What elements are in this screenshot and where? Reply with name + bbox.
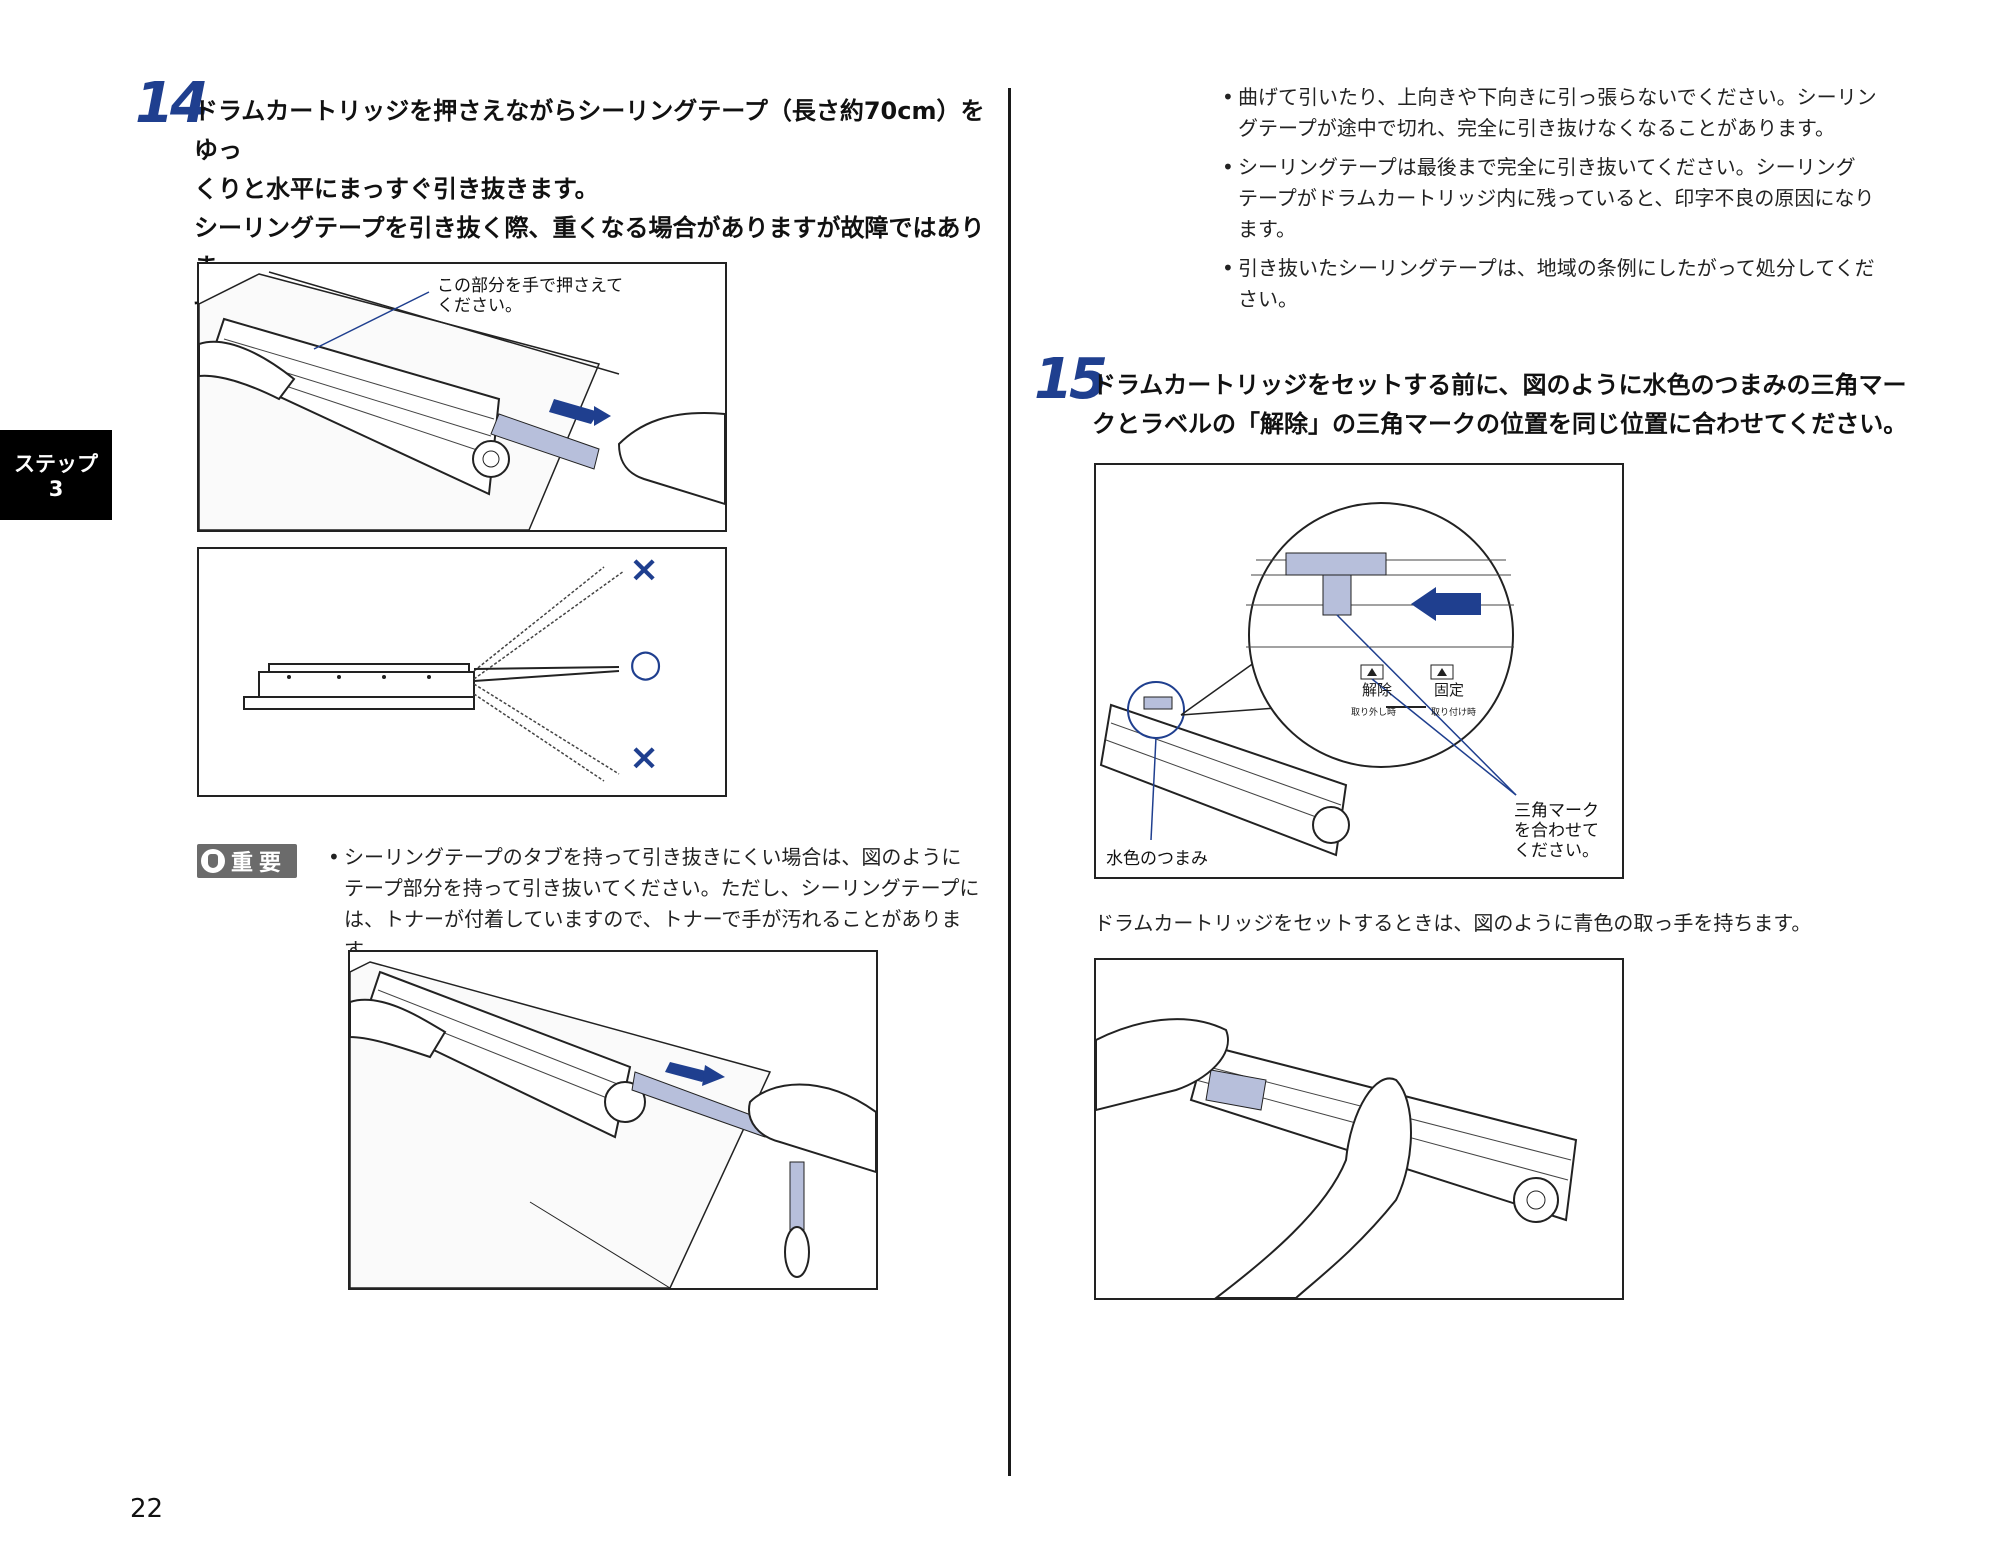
column-divider	[1008, 88, 1011, 1476]
page-number: 22	[130, 1494, 164, 1524]
step-15-number: 15	[1034, 347, 1108, 412]
figure-knob-alignment-illustration	[1099, 502, 1517, 857]
figure-pull-tape-illustration	[199, 271, 725, 530]
incorrect-mark-bottom: ×	[629, 737, 660, 778]
callout-line: 三角マーク	[1514, 801, 1599, 821]
correct-mark: ○	[629, 641, 663, 685]
caution-notes: 曲げて引いたり、上向きや下向きに引っ張らないでください。シーリン グテープが途中…	[1222, 82, 1892, 323]
release-label: 解除	[1362, 681, 1393, 699]
figure-pull-tape-alternate	[348, 950, 878, 1290]
figure-pull-tape: この部分を手で押さえて ください。	[197, 262, 727, 532]
important-bullet: シーリングテープのタブを持って引き抜きにくい場合は、図のように テープ部分を持っ…	[328, 842, 996, 966]
caution-bullet: シーリングテープは最後まで完全に引き抜いてください。シーリング テープがドラムカ…	[1222, 152, 1892, 245]
side-tab-label: ステップ	[14, 452, 98, 476]
important-badge-text: 重要	[231, 851, 288, 876]
bullet-line: シーリングテープのタブを持って引き抜きにくい場合は、図のように	[344, 845, 962, 869]
figure-pull-tape-alternate-illustration	[350, 961, 876, 1288]
side-tab-number: 3	[48, 477, 64, 501]
step-14-line: ドラムカートリッジを押さえながらシーリングテープ（長さ約70cm）をゆっ	[194, 97, 985, 164]
callout-line: ください。	[1514, 841, 1599, 861]
step-14-number: 14	[135, 71, 209, 136]
important-label: 重要	[197, 844, 298, 878]
callout-line: を合わせて	[1514, 821, 1599, 841]
release-small-label: 取り外し時	[1351, 708, 1397, 718]
figure-hold-handle-illustration	[1096, 1018, 1578, 1298]
bullet-line: テープがドラムカートリッジ内に残っていると、印字不良の原因になり	[1238, 186, 1875, 210]
bullet-line: 引き抜いたシーリングテープは、地域の条例にしたがって処分してくだ	[1238, 256, 1875, 280]
hand-stop-icon	[201, 849, 225, 873]
knob-label: 水色のつまみ	[1106, 849, 1208, 869]
figure-hold-handle	[1094, 958, 1624, 1300]
step-15-line: ドラムカートリッジをセットする前に、図のように水色のつまみの三角マー	[1092, 371, 1907, 399]
triangle-callout: 三角マーク を合わせて ください。	[1514, 801, 1599, 861]
bullet-line: テープ部分を持って引き抜いてください。ただし、シーリングテープに	[344, 876, 980, 900]
lock-small-label: 取り付け時	[1431, 708, 1477, 718]
bullet-line: さい。	[1238, 287, 1298, 311]
figure-knob-alignment: 解除 固定 取り外し時 取り付け時 水色のつまみ 三角マーク を合わせて くださ…	[1094, 463, 1624, 879]
figure-pull-direction: × ○ ×	[197, 547, 727, 797]
step-14-line: くりと水平にまっすぐ引き抜きます。	[194, 175, 599, 203]
important-badge: 重要	[197, 844, 298, 878]
step-15-line: クとラベルの「解除」の三角マークの位置を同じ位置に合わせてください。	[1092, 410, 1908, 438]
cartridge-side-view	[243, 663, 475, 710]
step-side-tab: ステップ 3	[0, 430, 112, 520]
bullet-line: 曲げて引いたり、上向きや下向きに引っ張らないでください。シーリン	[1238, 85, 1877, 109]
step-14-instructions: ドラムカートリッジを押さえながらシーリングテープ（長さ約70cm）をゆっ くりと…	[194, 92, 994, 326]
bullet-line: シーリングテープは最後まで完全に引き抜いてください。シーリング	[1238, 155, 1856, 179]
step-15-instructions: ドラムカートリッジをセットする前に、図のように水色のつまみの三角マー クとラベル…	[1092, 366, 1952, 444]
bullet-line: グテープが途中で切れ、完全に引き抜けなくなることがあります。	[1238, 116, 1835, 140]
caution-bullet: 引き抜いたシーリングテープは、地域の条例にしたがって処分してくだ さい。	[1222, 253, 1892, 315]
incorrect-mark-top: ×	[629, 549, 660, 590]
figure-pull-direction-illustration	[243, 566, 625, 782]
drum-cartridge-shape	[1099, 703, 1350, 857]
lock-label: 固定	[1434, 681, 1465, 699]
step-15-note: ドラムカートリッジをセットするときは、図のように青色の取っ手を持ちます。	[1094, 911, 1812, 935]
callout-line: ください。	[437, 296, 522, 316]
callout-line: この部分を手で押さえて	[437, 276, 624, 296]
figure-callout: この部分を手で押さえて ください。	[437, 276, 623, 316]
caution-bullet: 曲げて引いたり、上向きや下向きに引っ張らないでください。シーリン グテープが途中…	[1222, 82, 1892, 144]
bullet-line: ます。	[1238, 217, 1296, 241]
